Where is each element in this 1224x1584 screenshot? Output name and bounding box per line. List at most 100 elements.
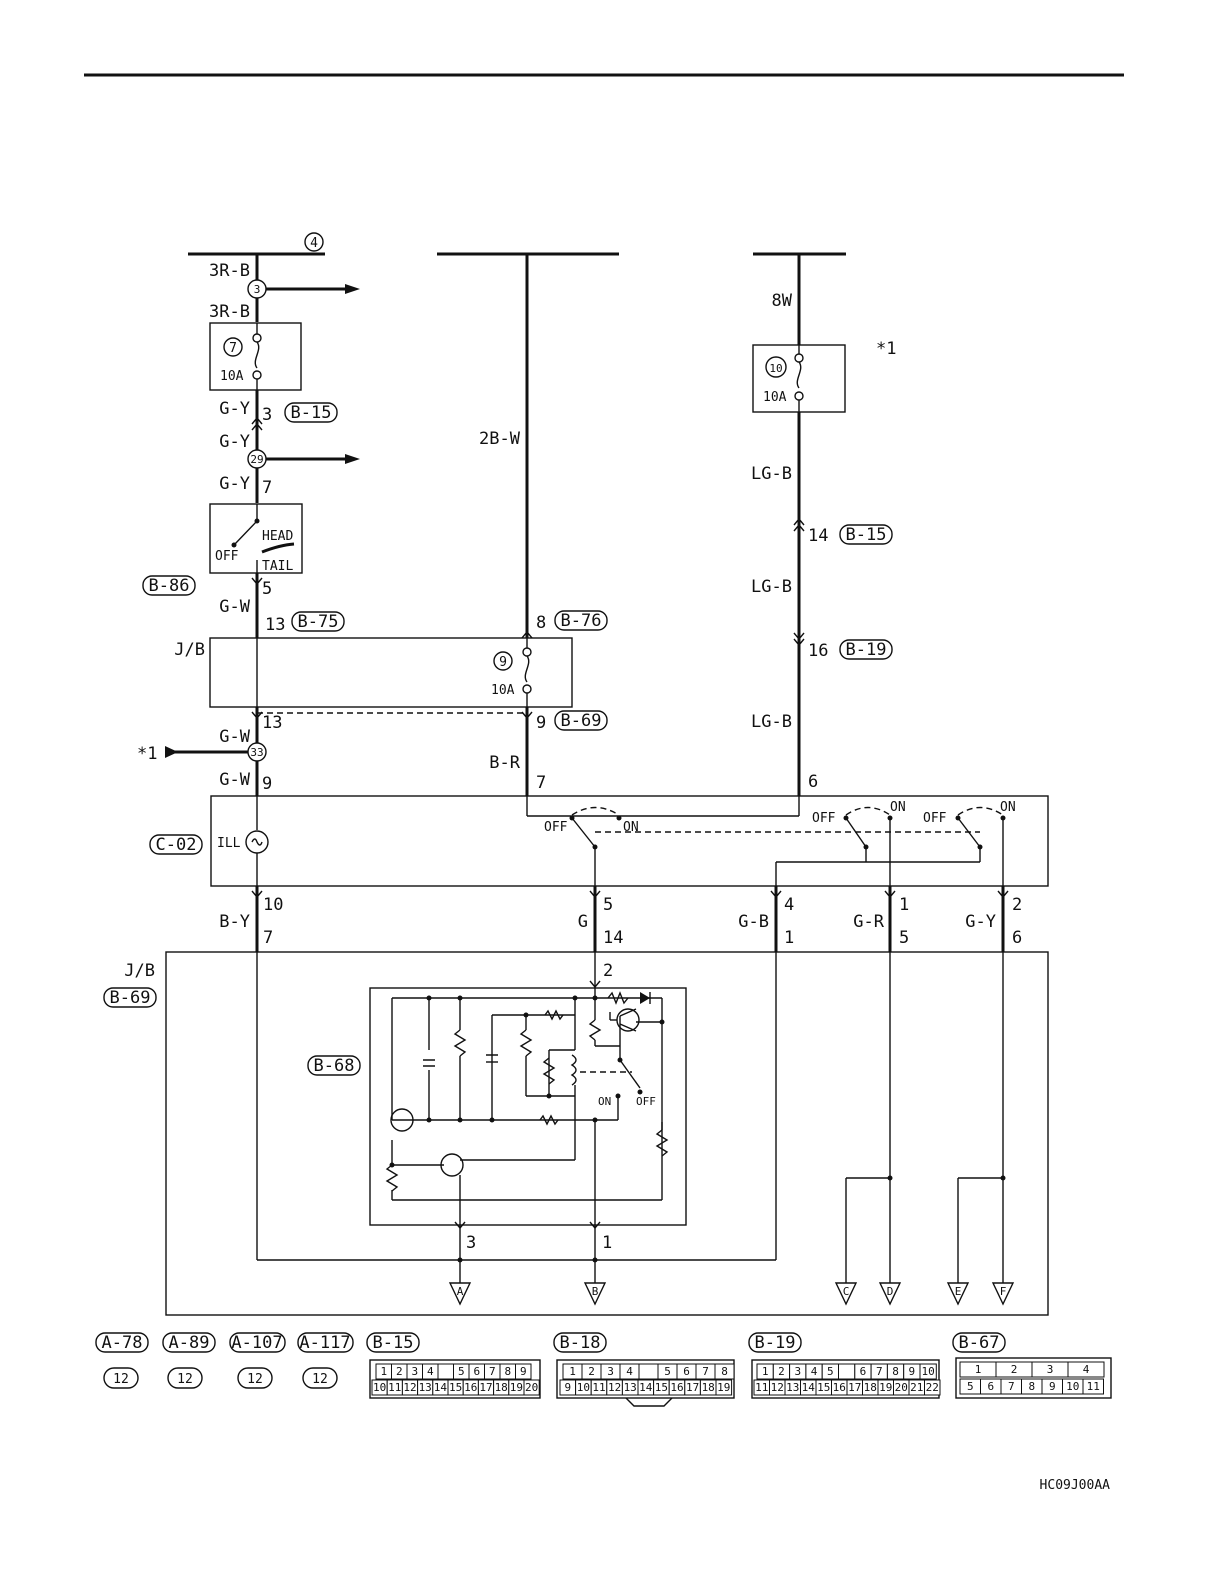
connector-pin-label: 11 xyxy=(755,1381,768,1394)
connector-pin-label: 3 xyxy=(1047,1363,1054,1376)
connector-B69: B-69 xyxy=(561,711,602,731)
connector-pin-label: 11 xyxy=(1087,1380,1100,1393)
svg-text:D: D xyxy=(887,1285,894,1298)
connector-pin-label: 6 xyxy=(860,1365,867,1378)
connector-pin-label: 14 xyxy=(802,1381,816,1394)
connector-pin-label: 4 xyxy=(427,1365,434,1378)
connector-B69b: B-69 xyxy=(110,988,151,1008)
legend-A117: A-117 12 xyxy=(297,1332,354,1389)
connector-pin-label: 3 xyxy=(794,1365,801,1378)
connector-pin-label: 11 xyxy=(592,1381,605,1394)
connector-pin-cell xyxy=(1082,1378,1104,1395)
pin-10: 10 xyxy=(263,895,283,915)
wire-GR: G-R xyxy=(853,912,884,932)
connector-pin-label: 21 xyxy=(910,1381,923,1394)
pin-1c: 1 xyxy=(602,1233,612,1253)
pin-5b: 5 xyxy=(603,895,613,915)
power-source-4: 4 xyxy=(310,236,318,251)
svg-text:A-117: A-117 xyxy=(299,1333,350,1353)
pin-2b: 2 xyxy=(603,961,613,981)
legend-A78: A-78 12 xyxy=(95,1332,149,1389)
connector-pin-label: 17 xyxy=(686,1381,699,1394)
connector-pin-label: 3 xyxy=(607,1365,614,1378)
connector-pin-label: 18 xyxy=(495,1381,508,1394)
connector-pin-label: 12 xyxy=(608,1381,621,1394)
connector-pin-label: 19 xyxy=(717,1381,730,1394)
wire-LGB-3: LG-B xyxy=(751,712,792,732)
pin-9: 9 xyxy=(262,774,272,794)
wire-BR: B-R xyxy=(489,753,520,773)
connector-pin-label: 18 xyxy=(702,1381,715,1394)
switch-tail: TAIL xyxy=(262,559,293,574)
connector-pin-cell xyxy=(523,1379,540,1396)
connector-pin-label: 7 xyxy=(1008,1380,1015,1393)
svg-text:B-18: B-18 xyxy=(560,1333,601,1353)
splice-33: 33 xyxy=(250,746,263,759)
middle-branch: 2B-W 8 B-76 9 10A 9 B-69 B-R 7 xyxy=(437,252,619,803)
ill-label: ILL xyxy=(217,836,241,851)
wire-8W: 8W xyxy=(772,291,793,311)
wire-3RB-low: 3R-B xyxy=(209,302,250,322)
splice-3: 3 xyxy=(254,283,261,296)
svg-text:E: E xyxy=(955,1285,962,1298)
connector-pin-label: 10 xyxy=(922,1365,935,1378)
wire-GW-3: G-W xyxy=(219,770,250,790)
svg-text:B: B xyxy=(592,1285,599,1298)
terminal-F: F xyxy=(991,1282,1015,1306)
svg-text:12: 12 xyxy=(113,1372,129,1387)
pin-7: 7 xyxy=(262,478,272,498)
connector-pin-label: 5 xyxy=(458,1365,465,1378)
connector-B75: B-75 xyxy=(298,612,339,632)
wire-2BW: 2B-W xyxy=(479,429,521,449)
connector-pin-label: 5 xyxy=(827,1365,834,1378)
connector-pin-label: 22 xyxy=(926,1381,939,1394)
connector-B68: B-68 xyxy=(314,1056,355,1076)
connector-pin-label: 16 xyxy=(464,1381,477,1394)
connector-pin-label: 15 xyxy=(817,1381,830,1394)
pin-5: 5 xyxy=(262,579,272,599)
connector-pin-label: 4 xyxy=(626,1365,633,1378)
connector-pin-label: 14 xyxy=(434,1381,448,1394)
jb-label-lower: J/B xyxy=(124,961,155,981)
legend-A89: A-89 12 xyxy=(162,1332,216,1389)
connector-pin-label: 7 xyxy=(876,1365,883,1378)
connector-pin-cell xyxy=(714,1363,735,1380)
connector-pin-label: 4 xyxy=(811,1365,818,1378)
star1-left: *1 xyxy=(137,744,157,764)
left-branch: 4 3R-B 3 3R-B 7 10A G-Y 3 B-15 G-Y 29 G-… xyxy=(137,232,573,803)
legend-A107: A-107 12 xyxy=(229,1332,286,1389)
wire-GY-2: G-Y xyxy=(219,432,250,452)
connector-pin-label: 18 xyxy=(864,1381,877,1394)
connector-pin-label: 8 xyxy=(892,1365,899,1378)
connector-pin-label: 6 xyxy=(987,1380,994,1393)
connector-pin-label: 8 xyxy=(504,1365,511,1378)
connector-pin-label: 13 xyxy=(624,1381,637,1394)
connector-pin-label: 7 xyxy=(489,1365,496,1378)
fuse-10-number: 10 xyxy=(769,362,782,375)
connector-pin-label: 19 xyxy=(510,1381,523,1394)
connector-pin-label: 1 xyxy=(569,1365,576,1378)
connector-pin-label: 17 xyxy=(848,1381,861,1394)
wire-G: G xyxy=(578,912,588,932)
pin-6b: 6 xyxy=(1012,928,1022,948)
wire-GB: G-B xyxy=(738,912,769,932)
pin-14: 14 xyxy=(808,526,828,546)
connector-B15-1: B-15 xyxy=(291,403,332,423)
fuse-7-rating: 10A xyxy=(220,369,244,384)
switch-head: HEAD xyxy=(262,529,293,544)
connector-pin-label: 12 xyxy=(771,1381,784,1394)
connector-pin-cell xyxy=(638,1363,659,1380)
right-branch: 8W *1 10 10A LG-B 14 B-15 LG-B 16 B-19 L… xyxy=(751,252,896,803)
pin-5c: 5 xyxy=(899,928,909,948)
svg-text:A-78: A-78 xyxy=(102,1333,143,1353)
connector-B86: B-86 xyxy=(149,576,190,596)
wire-BY: B-Y xyxy=(219,912,250,932)
connector-pin-cell xyxy=(924,1379,941,1396)
connector-pin-label: 1 xyxy=(380,1365,387,1378)
connector-pin-label: 13 xyxy=(419,1381,432,1394)
switch-on-1: ON xyxy=(623,820,639,835)
svg-text:12: 12 xyxy=(312,1372,328,1387)
